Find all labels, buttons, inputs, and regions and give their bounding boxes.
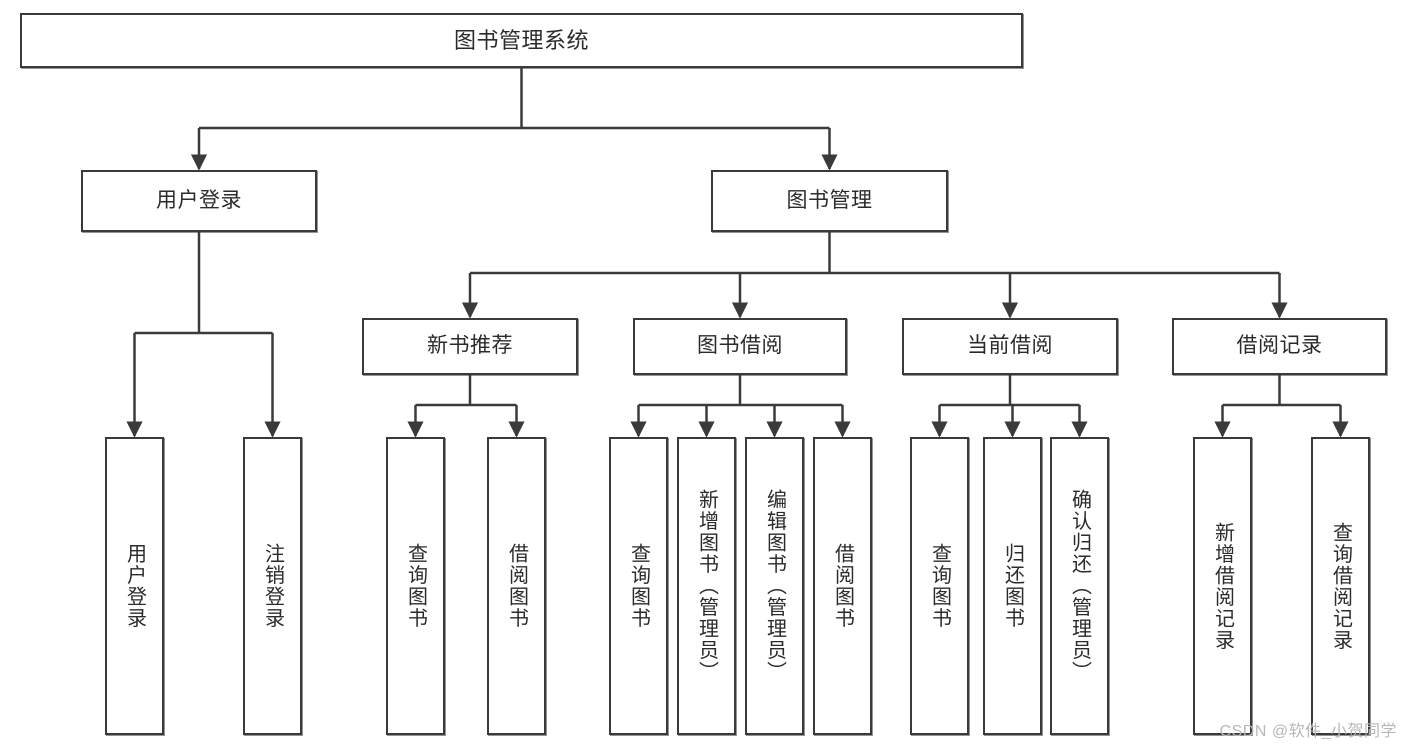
- node-leaf-cur-1[interactable]: 查询图书: [910, 437, 969, 735]
- node-newbook[interactable]: 新书推荐: [362, 318, 578, 375]
- node-borrow[interactable]: 图书借阅: [633, 318, 847, 375]
- node-leaf-login-2[interactable]: 注销登录: [243, 437, 302, 735]
- node-label: 新增借阅记录: [1211, 521, 1234, 651]
- node-label: 确认归还（管理员）: [1068, 489, 1091, 683]
- node-label: 图书借阅: [697, 334, 783, 358]
- node-leaf-new-1[interactable]: 查询图书: [386, 437, 445, 735]
- node-records[interactable]: 借阅记录: [1172, 318, 1387, 375]
- connector-lines: [126, 68, 1349, 438]
- node-leaf-rec-2[interactable]: 查询借阅记录: [1311, 437, 1370, 735]
- node-leaf-borrow-2[interactable]: 新增图书（管理员）: [677, 437, 736, 735]
- node-leaf-cur-2[interactable]: 归还图书: [983, 437, 1042, 735]
- node-label: 借阅记录: [1236, 334, 1323, 358]
- watermark-label: CSDN @软件_小贺同学: [1219, 723, 1397, 740]
- node-leaf-borrow-4[interactable]: 借阅图书: [813, 437, 872, 735]
- node-current[interactable]: 当前借阅: [902, 318, 1118, 375]
- node-label: 查询图书: [928, 543, 951, 629]
- node-label: 图书管理: [786, 188, 873, 212]
- node-label: 用户登录: [156, 188, 242, 212]
- node-leaf-borrow-1[interactable]: 查询图书: [609, 437, 668, 735]
- node-leaf-cur-3[interactable]: 确认归还（管理员）: [1050, 437, 1109, 735]
- node-label: 图书管理系统: [453, 27, 589, 53]
- node-label: 新书推荐: [427, 334, 513, 358]
- node-label: 注销登录: [261, 543, 284, 629]
- node-label: 编辑图书（管理员）: [763, 489, 786, 683]
- node-root[interactable]: 图书管理系统: [20, 13, 1023, 68]
- node-label: 当前借阅: [967, 334, 1053, 358]
- node-label: 借阅图书: [505, 543, 528, 629]
- node-login[interactable]: 用户登录: [81, 170, 317, 232]
- node-label: 新增图书（管理员）: [695, 489, 718, 683]
- node-label: 借阅图书: [831, 543, 854, 629]
- node-label: 归还图书: [1001, 543, 1024, 629]
- node-leaf-rec-1[interactable]: 新增借阅记录: [1193, 437, 1252, 735]
- node-label: 查询图书: [627, 543, 650, 629]
- node-leaf-login-1[interactable]: 用户登录: [105, 437, 164, 735]
- node-bookmgmt[interactable]: 图书管理: [711, 170, 948, 232]
- node-leaf-new-2[interactable]: 借阅图书: [487, 437, 546, 735]
- node-label: 查询借阅记录: [1329, 521, 1352, 651]
- node-label: 用户登录: [123, 543, 146, 629]
- node-leaf-borrow-3[interactable]: 编辑图书（管理员）: [745, 437, 804, 735]
- node-label: 查询图书: [404, 543, 427, 629]
